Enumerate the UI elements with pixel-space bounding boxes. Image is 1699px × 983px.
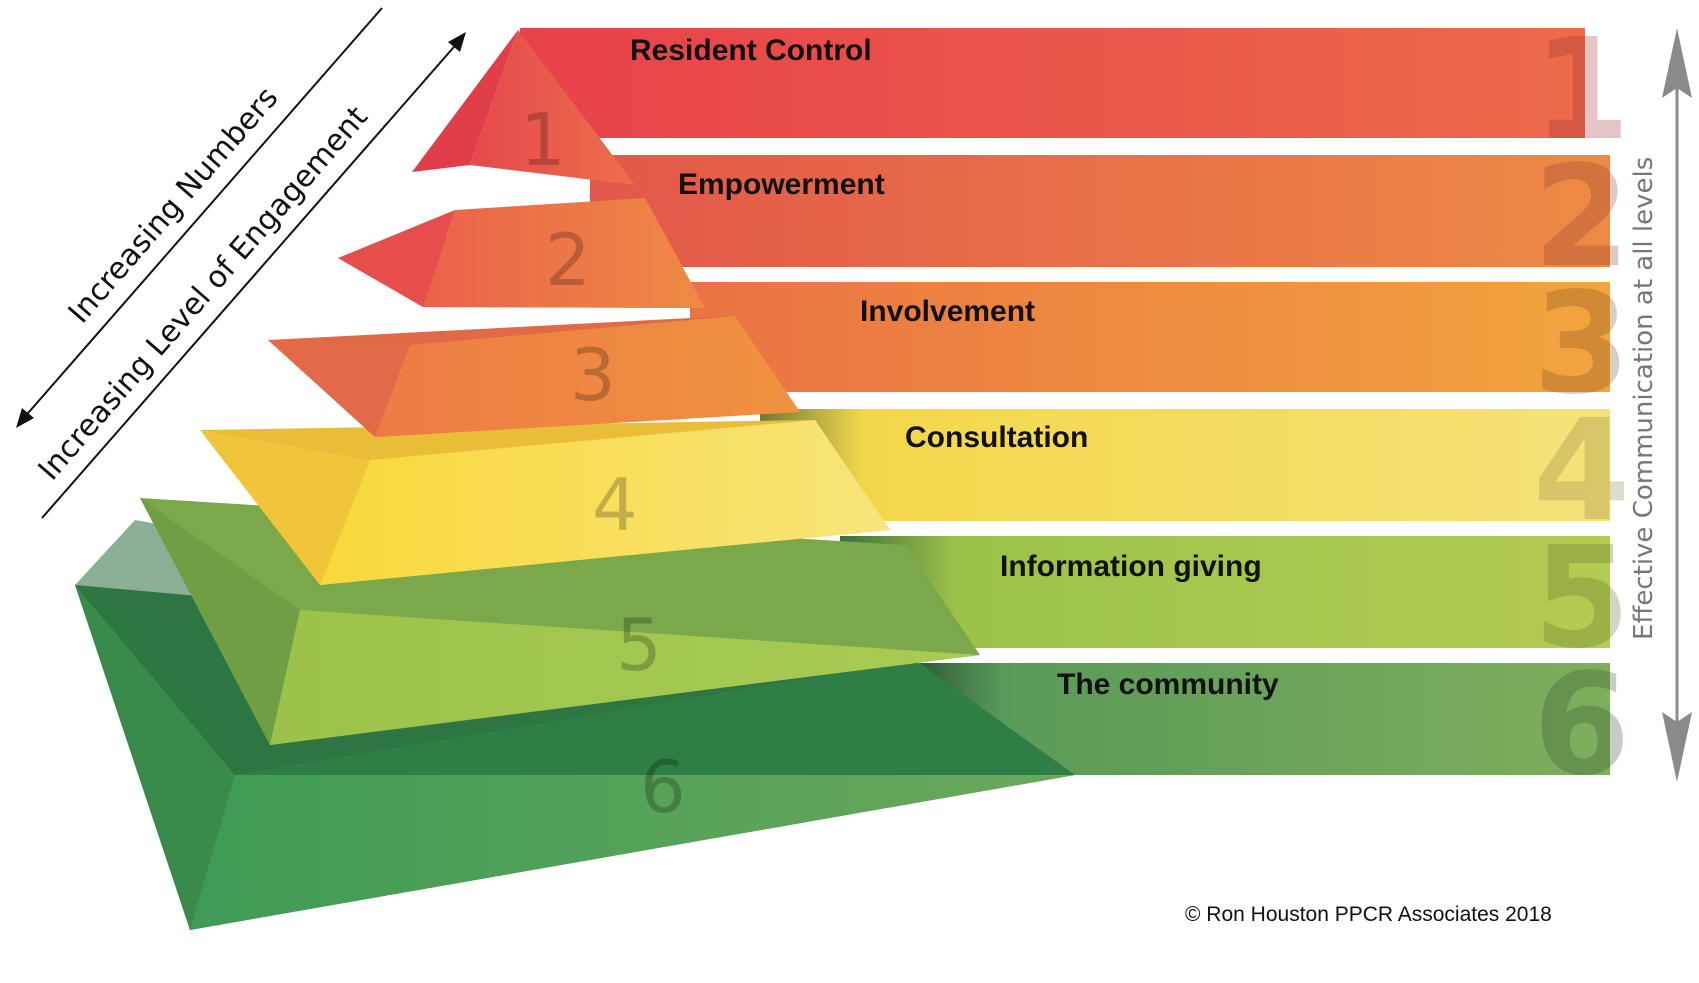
level-band-3 [690, 282, 1610, 392]
pyramid-tier-4: 4 [200, 420, 890, 585]
tier-number-4: 4 [592, 463, 638, 547]
tier-number-5: 5 [616, 603, 662, 687]
level-label-6: The community [1057, 668, 1279, 701]
increasing-numbers-label: Increasing Numbers [62, 80, 286, 330]
band-number-2: 2 [1533, 136, 1630, 299]
level-band-1 [520, 28, 1585, 138]
arrowhead-up-icon [1662, 28, 1692, 98]
level-label-4: Consultation [905, 421, 1088, 454]
level-band-2 [590, 155, 1610, 267]
level-bands [520, 28, 1610, 775]
level-band-4 [760, 409, 1610, 521]
tier-number-1: 1 [520, 98, 566, 182]
level-label-1: Resident Control [630, 34, 872, 67]
effective-communication-label: Effective Communication at all levels [1629, 157, 1659, 640]
increasing-numbers-arrow [16, 7, 383, 428]
engagement-arrow [41, 32, 466, 519]
arrowhead-down-icon [1662, 712, 1692, 782]
tier-number-3: 3 [570, 333, 616, 417]
level-band-5 [840, 536, 1610, 648]
copyright-notice: © Ron Houston PPCR Associates 2018 [1185, 903, 1552, 926]
level-label-5: Information giving [1000, 550, 1262, 583]
band-number-1: 1 [1533, 9, 1630, 172]
level-labels: Resident Control Empowerment Involvement… [630, 34, 1279, 701]
band-number-4: 4 [1533, 390, 1630, 553]
pyramid-tier-1: 1 [412, 30, 635, 185]
tier-number-2: 2 [545, 218, 591, 302]
effective-communication-arrow: Effective Communication at all levels [1629, 28, 1692, 782]
arrowhead-down-left-icon [16, 408, 34, 428]
pyramid: 6 5 4 3 2 [75, 30, 1075, 930]
band-number-3: 3 [1533, 263, 1630, 426]
pyramid-tier-2: 2 [338, 198, 705, 308]
level-label-3: Involvement [860, 295, 1035, 328]
arrowhead-up-right-icon [448, 32, 466, 52]
level-label-2: Empowerment [678, 168, 885, 201]
pyramid-tier-3: 3 [268, 316, 800, 437]
band-number-6: 6 [1533, 644, 1630, 807]
band-numbers: 1 2 3 4 5 6 [1533, 9, 1630, 807]
band-number-5: 5 [1533, 517, 1630, 680]
tier-number-6: 6 [640, 745, 686, 829]
